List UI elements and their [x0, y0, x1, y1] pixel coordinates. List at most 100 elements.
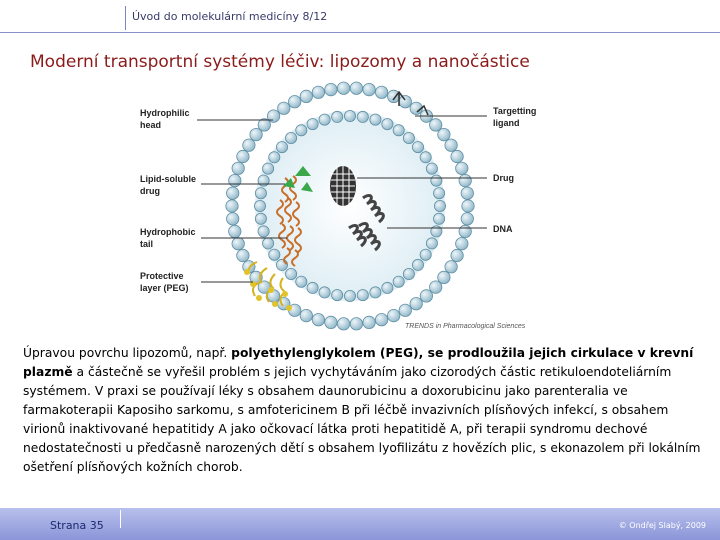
lipid-head [337, 81, 351, 95]
label-dna: DNA [493, 224, 513, 234]
label-protective: Protective [140, 271, 184, 281]
liposome-figure: Hydrophilic head Lipid-soluble drug Hydr… [135, 78, 555, 336]
lipid-head [262, 162, 275, 175]
lipid-head [226, 186, 240, 200]
lipid-head [433, 187, 446, 200]
aqueous-core [255, 111, 445, 301]
lipid-head [257, 118, 271, 132]
lipid-head [455, 237, 469, 251]
course-title: Úvod do molekulární medicíny 8/12 [132, 10, 328, 23]
lipid-head [392, 275, 405, 288]
lipid-head [430, 225, 443, 238]
lipid-head [228, 174, 242, 188]
copyright: © Ondřej Slabý, 2009 [618, 521, 706, 530]
page-number: Strana 35 [50, 519, 104, 532]
peg-stars [244, 269, 292, 311]
lipid-head [277, 101, 291, 115]
lipid-head [318, 286, 331, 299]
lipid-head [381, 281, 394, 294]
lipid-head [257, 174, 270, 187]
lipid-head [411, 141, 424, 154]
lipid-head [295, 124, 308, 137]
lipid-head [375, 313, 389, 327]
lipid-head [381, 118, 394, 131]
footer-bar [0, 508, 720, 540]
targetting-ligand-icon [392, 90, 429, 116]
lipid-head [409, 297, 423, 311]
label-drug-left: drug [140, 186, 160, 196]
label-head: head [140, 120, 161, 130]
lipid-head [458, 174, 472, 188]
label-lines [197, 115, 487, 283]
label-lipid-soluble: Lipid-soluble [140, 174, 196, 184]
label-drug: Drug [493, 173, 514, 183]
lipid-head [331, 289, 344, 302]
lipid-head [430, 174, 443, 187]
lipid-head [362, 83, 376, 97]
lipid-head [311, 85, 325, 99]
lipid-head [433, 212, 446, 225]
lipid-head [429, 280, 443, 294]
drug-cluster-icon [330, 166, 356, 206]
lipid-head [356, 289, 369, 302]
lipid-head [262, 237, 275, 250]
lipid-head [398, 95, 412, 109]
lipid-head [242, 138, 256, 152]
lipid-head [331, 110, 344, 123]
lipid-head [288, 95, 302, 109]
lipid-head [369, 113, 382, 126]
lipid-head [257, 225, 270, 238]
footer-divider [120, 510, 121, 528]
label-hydrophilic: Hydrophilic [140, 108, 190, 118]
lipid-head [306, 118, 319, 131]
lipid-head [387, 309, 401, 323]
slide-title: Moderní transportní systémy léčiv: lipoz… [30, 52, 530, 72]
lipid-head [249, 127, 263, 142]
lipid-head [425, 237, 438, 250]
header-bar [0, 0, 720, 32]
lipid-head [324, 315, 338, 329]
lipid-head [349, 317, 363, 331]
lipid-head [285, 132, 298, 145]
lipid-head [450, 149, 464, 164]
lipid-head [419, 151, 432, 164]
label-tail: tail [140, 239, 153, 249]
lipid-head [458, 224, 472, 238]
lipid-head [444, 138, 458, 152]
lipid-head [268, 151, 281, 164]
lipid-head [402, 132, 415, 145]
liposome-diagram: Hydrophilic head Lipid-soluble drug Hydr… [135, 78, 555, 336]
label-targetting: Targetting [493, 106, 536, 116]
body-text-2: a částečně se vyřešil problém s jejich v… [23, 365, 701, 474]
lipid-head [375, 85, 389, 99]
lipid-head [226, 212, 240, 226]
lipid-head [419, 248, 432, 261]
lipid-head [275, 141, 288, 154]
lipid-head [460, 212, 474, 226]
lipid-head [306, 281, 319, 294]
lipid-head [402, 267, 415, 280]
lipid-head [254, 187, 267, 200]
lipid-head [369, 286, 382, 299]
lipid-head [450, 248, 464, 263]
lipid-head [228, 224, 242, 238]
lipid-head [236, 149, 250, 164]
lipid-head [429, 118, 443, 132]
lipid-head [275, 258, 288, 271]
lipid-head [231, 237, 245, 251]
header-rule [0, 32, 720, 33]
lipid-head [461, 199, 475, 213]
header-divider [125, 6, 126, 30]
lipid-head [392, 124, 405, 137]
label-layer: layer (PEG) [140, 283, 189, 293]
lipid-head [324, 83, 338, 97]
inner-lipid-layer [254, 110, 446, 302]
lipid-head [455, 161, 469, 175]
body-paragraph: Úpravou povrchu lipozomů, např. polyethy… [23, 344, 703, 477]
lipid-tails [276, 175, 302, 267]
lipid-head [311, 313, 325, 327]
label-ligand: ligand [493, 118, 520, 128]
lipid-head [398, 303, 412, 317]
lipid-head [254, 200, 267, 213]
lipid-head [268, 248, 281, 261]
